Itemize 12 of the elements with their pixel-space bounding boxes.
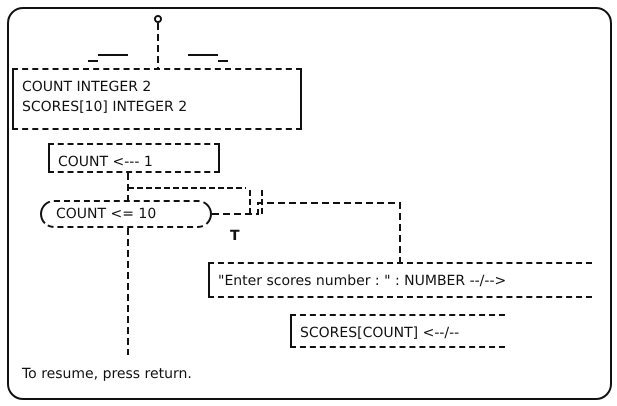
connector-line — [127, 228, 129, 355]
connector-line — [212, 202, 401, 262]
connector-line — [157, 23, 159, 68]
declaration-box — [12, 68, 302, 130]
declaration-text: COUNT INTEGER 2 — [22, 78, 152, 97]
declaration-text: SCORES[10] INTEGER 2 — [22, 98, 188, 117]
connector-line — [127, 173, 129, 200]
start-circle — [154, 15, 162, 23]
prompt-text: To resume, press return. — [22, 366, 192, 382]
input-box: "Enter scores number : " : NUMBER --/--> — [208, 262, 592, 298]
assignment-box: COUNT <--- 1 — [48, 143, 220, 173]
assignment-box: SCORES[COUNT] <--/-- — [290, 314, 505, 348]
